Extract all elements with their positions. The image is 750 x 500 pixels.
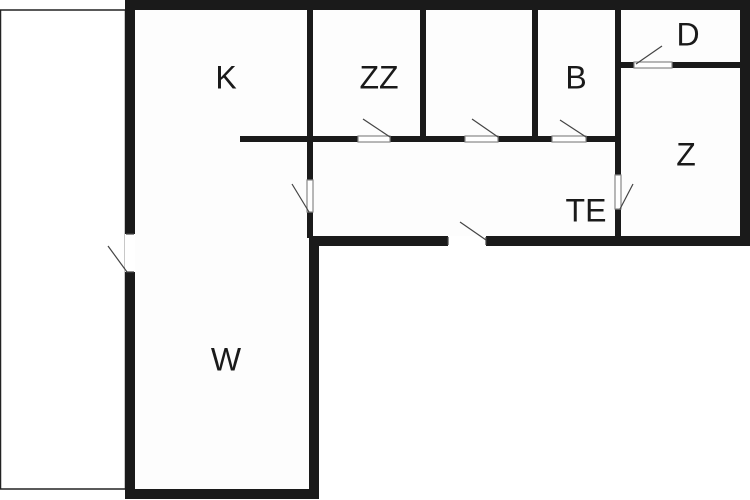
interior-walls xyxy=(240,8,742,238)
terrace-area xyxy=(0,9,127,490)
door-w xyxy=(291,179,314,213)
doors xyxy=(107,45,673,273)
room-label-b: B xyxy=(565,59,586,95)
floor-area xyxy=(130,6,745,494)
room-label-zz: ZZ xyxy=(359,59,398,95)
room-label-te: TE xyxy=(566,192,607,228)
outer-walls xyxy=(125,0,750,499)
door-z xyxy=(614,174,634,210)
room-label-w: W xyxy=(211,341,242,377)
room-label-z: Z xyxy=(676,136,696,172)
door-b xyxy=(551,119,587,143)
room-label-d: D xyxy=(676,16,699,52)
door-gaps xyxy=(125,234,486,272)
door-terrace xyxy=(107,233,134,273)
door-d xyxy=(633,45,673,69)
room-label-k: K xyxy=(215,59,236,95)
door-entrance xyxy=(447,221,487,245)
door-zz xyxy=(464,118,499,143)
door-k xyxy=(357,118,391,143)
